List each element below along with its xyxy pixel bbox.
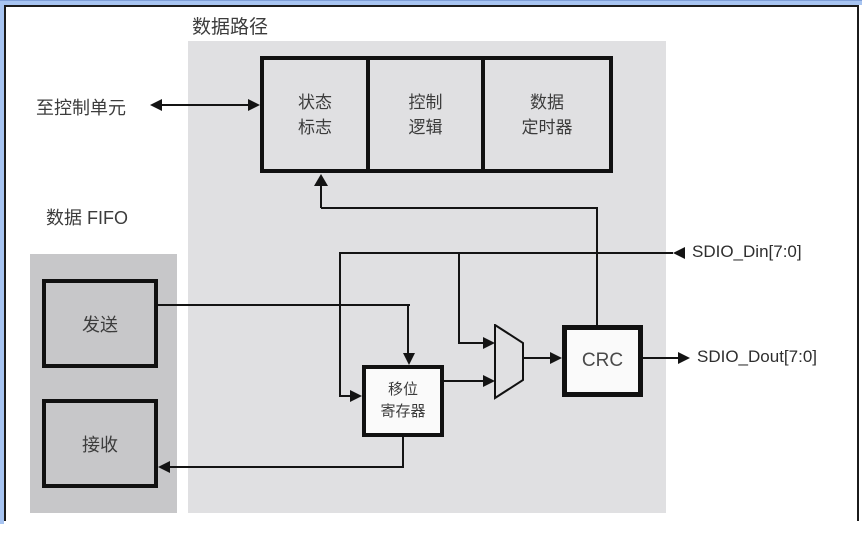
mux-to-crc-line [523,357,551,359]
status-feedback-vertical-right [596,208,598,326]
arrowhead-into-shift-register-left-icon [350,390,362,402]
arrowhead-sdio-dout-icon [678,352,690,364]
arrowhead-into-shift-register-top-icon [403,353,415,365]
transmit-line-vertical [407,304,409,354]
status-flags-block: 状态 标志 [264,60,366,169]
control-unit-line [161,104,249,106]
din-branch-mux-vertical [458,252,460,344]
frame-blue-left [0,5,4,524]
data-fifo-label: 数据 FIFO [46,208,128,228]
arrowhead-sdio-din-icon [673,247,685,259]
sdio-din-line [340,252,673,254]
shift-register-block: 移位 寄存器 [362,365,444,437]
mux-shape [494,324,524,400]
crc-block: CRC [562,325,643,397]
receive-fifo-block: 接收 [42,399,158,488]
status-feedback-vertical-left [320,185,322,208]
sdio-dout-line [643,357,678,359]
crc-label: CRC [581,350,624,371]
din-branch-shift-horizontal [341,395,351,397]
shift-to-receive-horizontal [170,466,404,468]
transmit-line-horizontal [158,304,410,306]
shift-to-receive-vertical [402,437,404,468]
frame-blue-top [0,0,862,5]
status-feedback-horizontal [321,207,598,209]
arrowhead-into-mux-bottom-icon [483,375,495,387]
to-control-unit-label: 至控制单元 [36,98,126,118]
din-branch-mux-horizontal [458,342,484,344]
arrowhead-into-receive-icon [158,461,170,473]
din-branch-shift-vertical [339,252,341,397]
control-logic-block: 控制 逻辑 [366,60,481,169]
arrowhead-to-control-unit-icon [150,99,162,111]
shift-register-label: 移位 寄存器 [380,381,426,420]
arrowhead-to-status-flags-icon [248,99,260,111]
transmit-fifo-label: 发送 [82,314,118,335]
sdio-din-label: SDIO_Din[7:0] [692,242,802,261]
shift-to-mux-line [444,380,484,382]
sdio-dout-label: SDIO_Dout[7:0] [697,347,818,366]
control-unit-block: 状态 标志 控制 逻辑 数据 定时器 [260,56,613,173]
data-timer-label: 数据 定时器 [521,92,573,137]
arrowhead-into-status-flags-icon [314,174,328,186]
arrowhead-into-mux-top-icon [483,337,495,349]
status-flags-label: 状态 标志 [298,92,332,137]
control-logic-label: 控制 逻辑 [408,92,443,137]
data-timer-block: 数据 定时器 [481,60,609,169]
data-path-label: 数据路径 [192,17,269,38]
arrowhead-into-crc-icon [550,352,562,364]
transmit-fifo-block: 发送 [42,279,158,368]
receive-fifo-label: 接收 [82,434,118,455]
